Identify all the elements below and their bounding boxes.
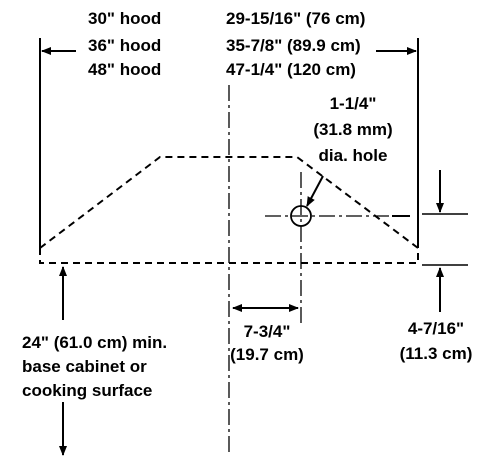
depth-cm: (11.3 cm) <box>400 344 473 363</box>
hood-label-30: 30" hood <box>88 9 161 28</box>
clearance-line-2: base cabinet or <box>22 357 147 376</box>
hood-label-48: 48" hood <box>88 60 161 79</box>
hood-label-36: 36" hood <box>88 36 161 55</box>
offset-in: 7-3/4" <box>244 322 291 341</box>
hole-size-mm: (31.8 mm) <box>313 120 392 139</box>
hood-width-48: 47-1/4" (120 cm) <box>226 60 356 79</box>
width-dimension <box>39 38 419 248</box>
duct-hole <box>265 172 400 325</box>
clearance-dimension: 24" (61.0 cm) min. base cabinet or cooki… <box>22 266 167 456</box>
clearance-line-3: cooking surface <box>22 381 152 400</box>
offset-dimension: 7-3/4" (19.7 cm) <box>230 304 304 364</box>
hood-width-table: 30" hood 29-15/16" (76 cm) 36" hood 35-7… <box>88 9 365 79</box>
hole-leader-arrow <box>306 175 324 207</box>
hole-size-in: 1-1/4" <box>330 94 377 113</box>
offset-cm: (19.7 cm) <box>230 345 304 364</box>
hole-label: 1-1/4" (31.8 mm) dia. hole <box>313 94 392 165</box>
hole-desc: dia. hole <box>319 146 388 165</box>
depth-in: 4-7/16" <box>408 319 464 338</box>
depth-dimension: 4-7/16" (11.3 cm) <box>392 170 472 363</box>
hood-width-36: 35-7/8" (89.9 cm) <box>226 36 361 55</box>
hood-top-outline <box>39 156 419 249</box>
hood-width-30: 29-15/16" (76 cm) <box>226 9 365 28</box>
clearance-line-1: 24" (61.0 cm) min. <box>22 333 167 352</box>
